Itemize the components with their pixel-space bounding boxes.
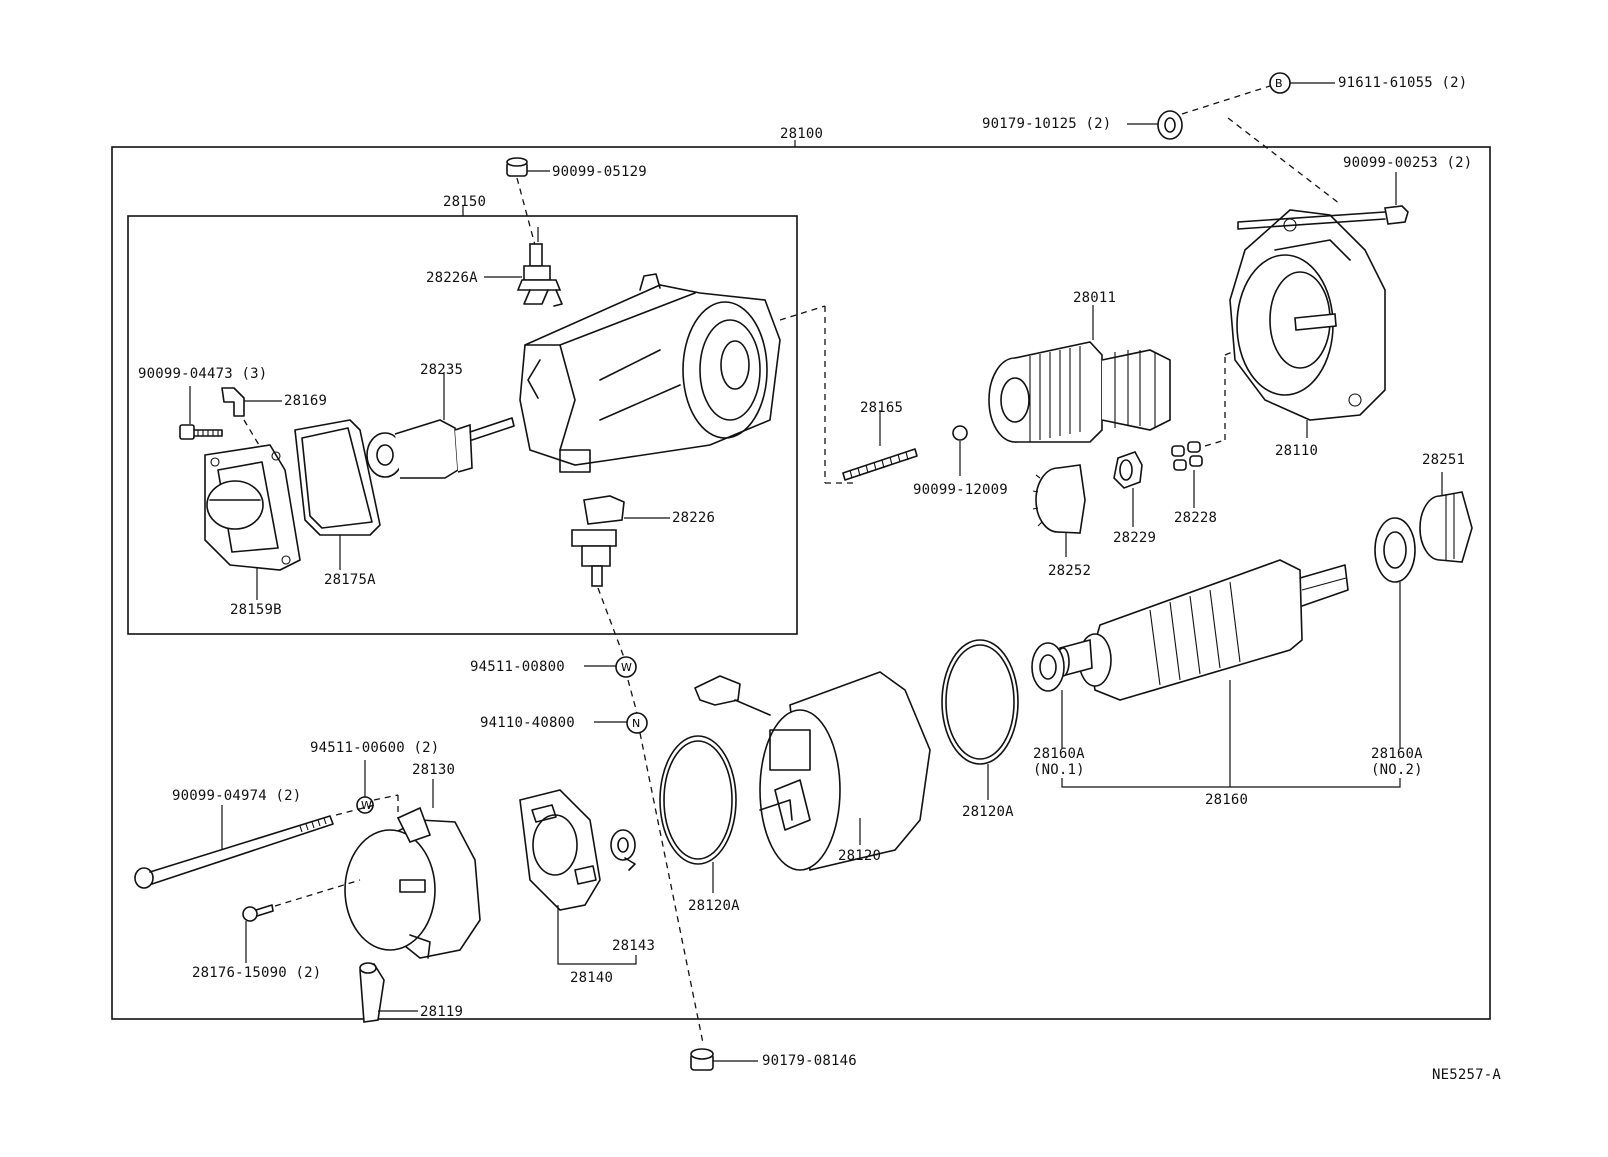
label-90099-05129: 90099-05129 bbox=[552, 164, 647, 180]
part-28228-rollers bbox=[1171, 441, 1203, 508]
label-90099-12009: 90099-12009 bbox=[913, 482, 1008, 498]
part-28119-terminal bbox=[359, 962, 418, 1023]
washer-w-94511-00800: W bbox=[584, 656, 637, 678]
part-90099-04974-through-bolt bbox=[134, 805, 334, 889]
label-28110: 28110 bbox=[1275, 443, 1319, 459]
assembly-28100-frame bbox=[111, 146, 1491, 1020]
label-91611-61055: 91611-61055 (2) bbox=[1338, 75, 1468, 91]
bolt-b-letter: B bbox=[1275, 77, 1283, 90]
label-28165: 28165 bbox=[860, 400, 904, 416]
label-28169: 28169 bbox=[284, 393, 328, 409]
nut-n-letter: N bbox=[632, 717, 640, 730]
part-28160A-no2-bearing bbox=[1374, 517, 1416, 748]
label-28100: 28100 bbox=[780, 126, 824, 142]
part-90099-04473-bolt bbox=[179, 386, 223, 440]
part-28011-clutch bbox=[988, 305, 1171, 443]
part-28175A-gasket bbox=[294, 419, 381, 570]
label-28130: 28130 bbox=[412, 762, 456, 778]
label-94110-40800: 94110-40800 bbox=[480, 715, 575, 731]
label-28176-15090: 28176-15090 (2) bbox=[192, 965, 322, 981]
label-28229: 28229 bbox=[1113, 530, 1157, 546]
part-90099-00253-bolt bbox=[1237, 172, 1409, 230]
washer-w-94511-00600: W bbox=[356, 760, 374, 814]
part-28120A-ring-left bbox=[659, 735, 737, 893]
part-starter-housing bbox=[519, 273, 781, 473]
part-28252-gear bbox=[1032, 464, 1086, 557]
label-90099-04974: 90099-04974 (2) bbox=[172, 788, 302, 804]
part-90179-10125-nut bbox=[1127, 110, 1183, 140]
part-28165-spring bbox=[842, 410, 918, 481]
label-94511-00800: 94511-00800 bbox=[470, 659, 565, 675]
label-90179-10125: 90179-10125 (2) bbox=[982, 116, 1112, 132]
label-28160A-no2: 28160A (NO.2) bbox=[1371, 746, 1423, 778]
washer-w2-letter: W bbox=[361, 799, 372, 812]
part-28110-housing bbox=[1229, 209, 1386, 438]
label-28120: 28120 bbox=[838, 848, 882, 864]
part-28120-yoke bbox=[694, 671, 931, 871]
bolt-b-91611-61055: B bbox=[1269, 72, 1335, 94]
part-28176-15090-screw bbox=[242, 904, 274, 963]
part-28169-clip bbox=[221, 387, 282, 417]
part-28160-armature bbox=[1056, 559, 1349, 787]
part-90099-05129-cap bbox=[506, 157, 550, 177]
part-28226A-terminal bbox=[484, 243, 563, 307]
part-28159B-cover bbox=[204, 444, 301, 600]
label-90179-08146: 90179-08146 bbox=[762, 1053, 857, 1069]
part-90179-08146-nut bbox=[690, 1048, 758, 1071]
label-28235: 28235 bbox=[420, 362, 464, 378]
label-28251: 28251 bbox=[1422, 452, 1466, 468]
label-90099-00253: 90099-00253 (2) bbox=[1343, 155, 1473, 171]
label-90099-04473: 90099-04473 (3) bbox=[138, 366, 268, 382]
label-28226: 28226 bbox=[672, 510, 716, 526]
part-28120A-ring-right bbox=[941, 639, 1019, 800]
part-90099-12009-ball bbox=[952, 425, 968, 441]
label-28160: 28160 bbox=[1205, 792, 1249, 808]
part-28160A-no1-bearing bbox=[1031, 642, 1065, 748]
diagram-reference-code: NE5257-A bbox=[1432, 1067, 1502, 1083]
part-28229-bushing bbox=[1113, 451, 1143, 527]
part-28235-plunger bbox=[366, 372, 515, 479]
label-28228: 28228 bbox=[1174, 510, 1218, 526]
part-28226-terminal bbox=[571, 495, 670, 587]
label-28159B: 28159B bbox=[230, 602, 282, 618]
part-28130-end-frame bbox=[344, 779, 481, 959]
nut-n-94110-40800: N bbox=[594, 712, 648, 734]
washer-w-letter: W bbox=[621, 661, 632, 674]
part-28143-spring bbox=[610, 829, 636, 871]
label-28226A: 28226A bbox=[426, 270, 478, 286]
label-28252: 28252 bbox=[1048, 563, 1092, 579]
label-28120A-right: 28120A bbox=[962, 804, 1014, 820]
label-28150: 28150 bbox=[443, 194, 487, 210]
label-94511-00600: 94511-00600 (2) bbox=[310, 740, 440, 756]
label-28140: 28140 bbox=[570, 970, 614, 986]
part-28251-gear bbox=[1419, 472, 1473, 563]
label-28120A-left: 28120A bbox=[688, 898, 740, 914]
label-28143: 28143 bbox=[612, 938, 656, 954]
label-28011: 28011 bbox=[1073, 290, 1117, 306]
label-28119: 28119 bbox=[420, 1004, 464, 1020]
label-28160A-no1: 28160A (NO.1) bbox=[1033, 746, 1085, 778]
part-28140-brush-holder bbox=[519, 789, 637, 965]
label-28175A: 28175A bbox=[324, 572, 376, 588]
